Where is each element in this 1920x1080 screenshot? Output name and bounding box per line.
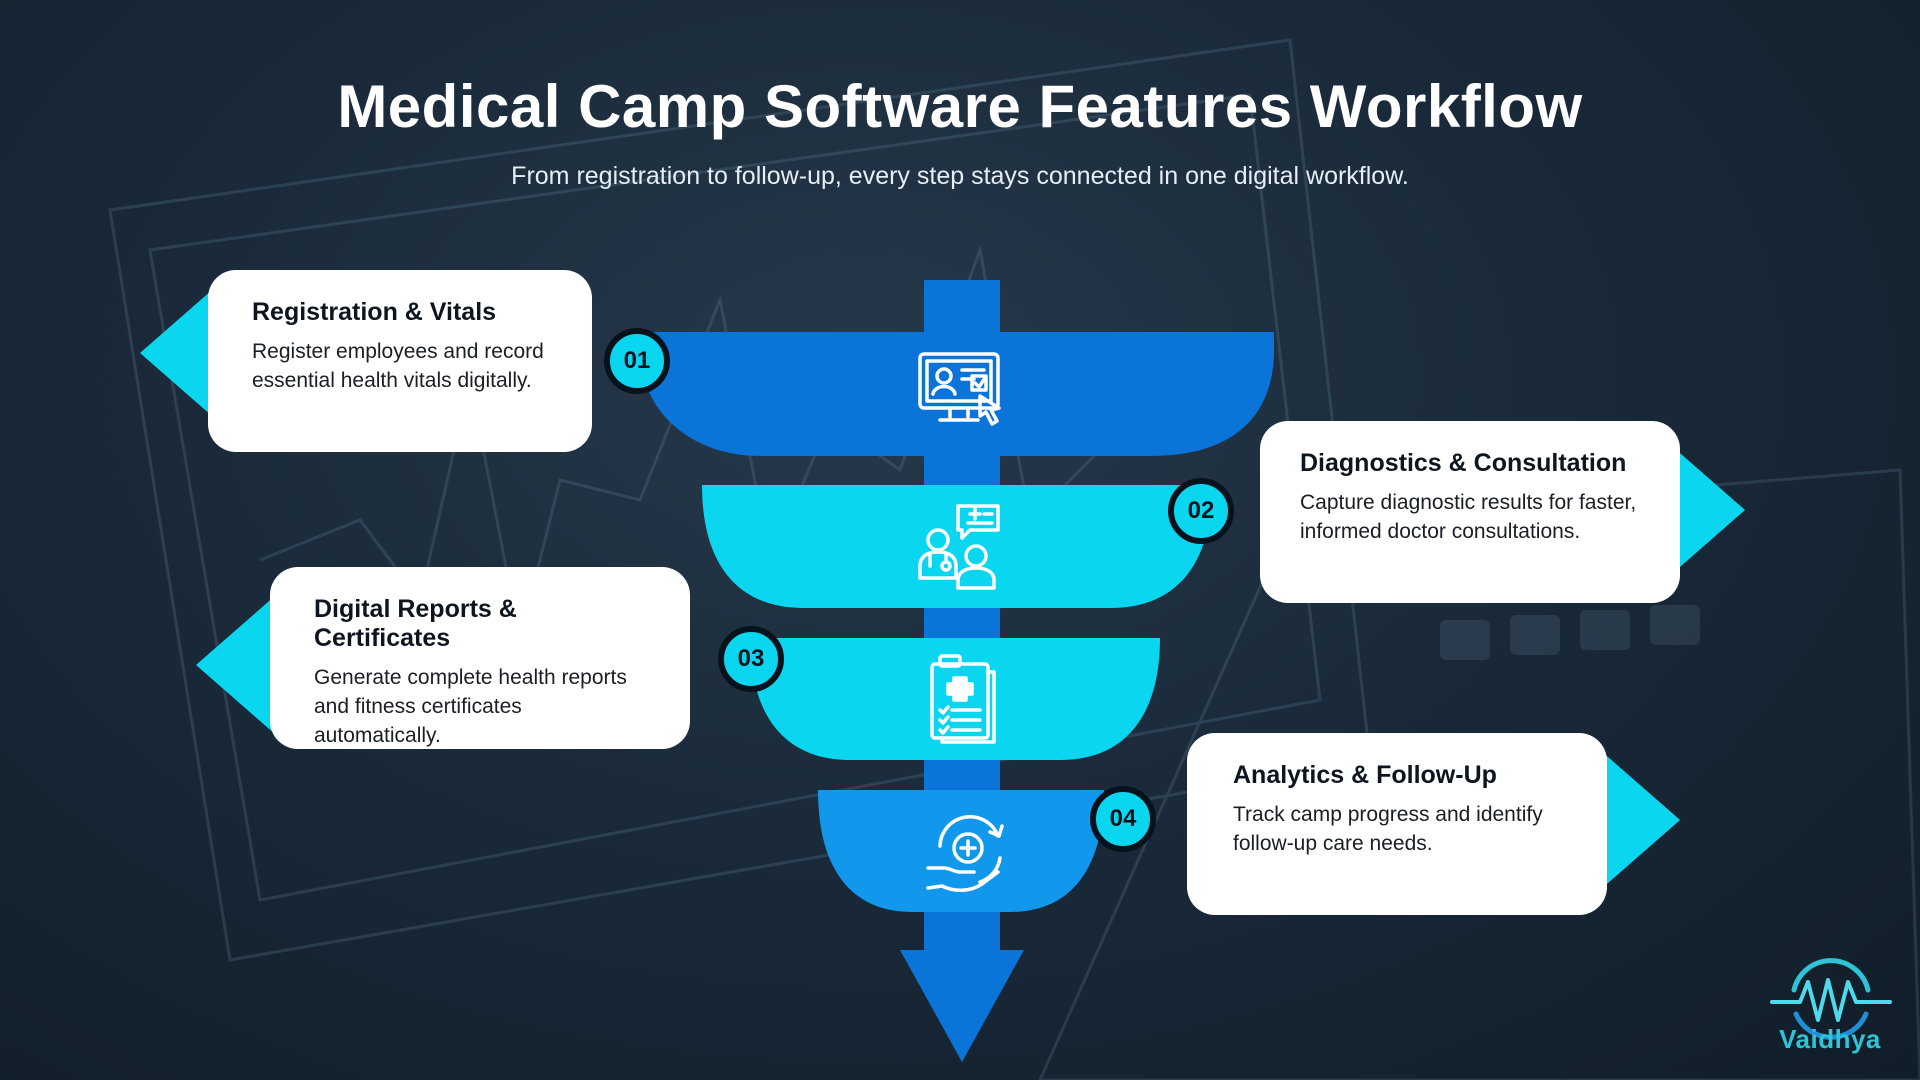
step-1-title: Registration & Vitals (252, 298, 497, 326)
medical-report-icon (930, 654, 996, 744)
step-4-number-badge: 04 (1090, 786, 1156, 852)
step-4-title: Analytics & Follow-Up (1233, 761, 1497, 789)
step-2-description: Capture diagnostic results for faster, i… (1300, 491, 1637, 543)
page-subtitle: From registration to follow-up, every st… (511, 162, 1409, 190)
stage-2-shape (702, 485, 1212, 608)
card-4-arrow-tip (1600, 750, 1680, 890)
card-2-arrow-tip (1665, 440, 1745, 580)
step-1-number-badge: 01 (604, 328, 670, 394)
shaft-segment-2 (924, 608, 1000, 638)
card-1-arrow-tip (140, 283, 220, 423)
step-4-card: Analytics & Follow-Up Track camp progres… (1187, 733, 1607, 915)
step-3-description: Generate complete health reports and fit… (314, 666, 627, 747)
step-3-number-badge: 03 (718, 626, 784, 692)
computer-registration-icon (918, 352, 1001, 426)
step-1-card: Registration & Vitals Register employees… (208, 270, 592, 452)
shaft-segment-3 (924, 760, 1000, 790)
stage-1-shape (640, 332, 1274, 456)
step-1-description: Register employees and record essential … (252, 340, 544, 392)
heartbeat-logo-icon (1770, 958, 1892, 1040)
step-2-number-badge: 02 (1168, 478, 1234, 544)
step-2-title: Diagnostics & Consultation (1300, 449, 1627, 477)
step-2-card: Diagnostics & Consultation Capture diagn… (1260, 421, 1680, 603)
step-3-card: Digital Reports & Certificates Generate … (270, 567, 690, 749)
step-4-description: Track camp progress and identify follow-… (1233, 803, 1543, 855)
brand-name: Vaidhya (1779, 1024, 1881, 1054)
step-3-title: Digital Reports & Certificates (314, 595, 517, 652)
doctor-patient-chat-icon (918, 504, 1000, 590)
care-cycle-icon (926, 815, 1004, 892)
stage-4-shape (818, 790, 1104, 912)
card-3-arrow-tip (196, 595, 276, 735)
page-title: Medical Camp Software Features Workflow (337, 73, 1583, 140)
down-arrow-head (900, 950, 1024, 1062)
